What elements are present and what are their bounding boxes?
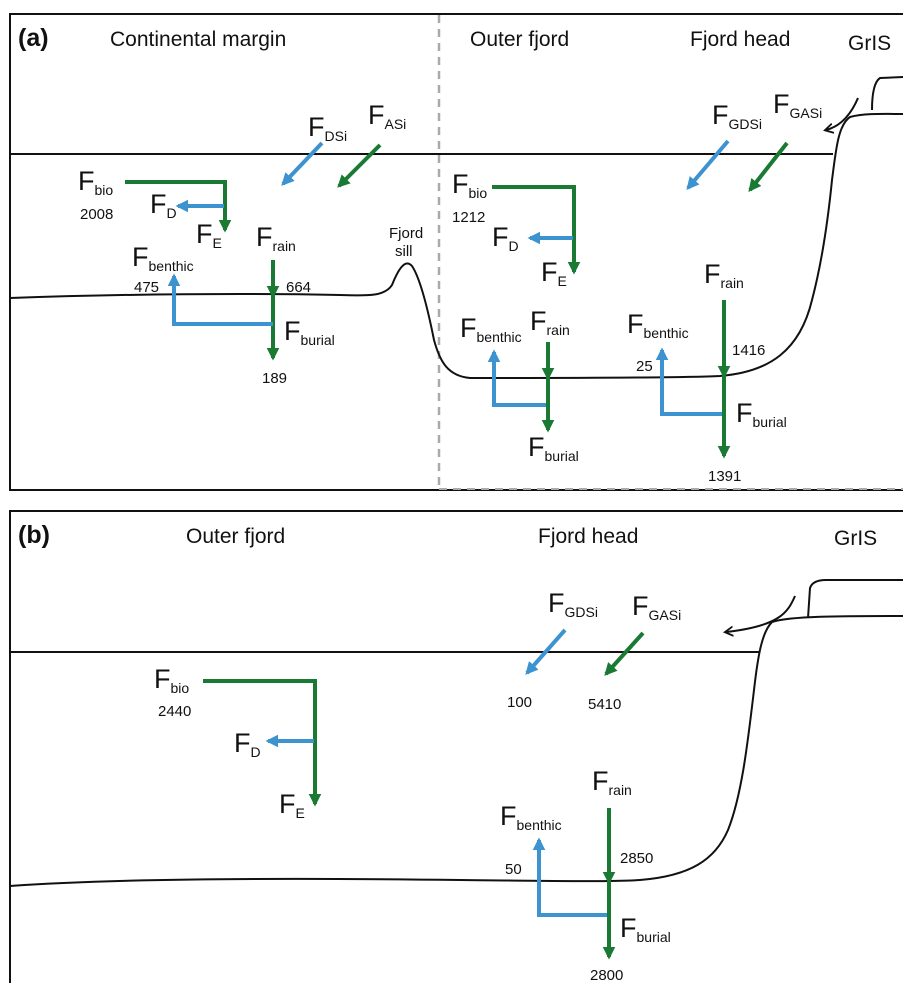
region-gris: GrIS [848, 32, 891, 55]
svg-text:Frain: Frain [704, 259, 744, 291]
svg-text:Fburial: Fburial [284, 316, 335, 348]
cm-burial: Fburial 189 [262, 296, 335, 387]
sill-label-1: Fjord [389, 225, 423, 242]
svg-text:FGASi: FGASi [773, 89, 822, 121]
f-gasi-arrow [750, 143, 787, 190]
svg-text:2008: 2008 [80, 206, 113, 223]
region-b-fjord-head: Fjord head [538, 525, 638, 548]
b-flux-f-gdsi: FGDSi 100 [507, 588, 598, 711]
cm-benthic: Fbenthic 475 [132, 242, 273, 324]
svg-text:Fburial: Fburial [736, 398, 787, 430]
svg-text:2440: 2440 [158, 703, 191, 720]
svg-text:FGDSi: FGDSi [548, 588, 598, 620]
cm-rain: Frain 664 [256, 222, 311, 296]
b-seafloor-profile [10, 616, 903, 886]
svg-text:FGASi: FGASi [632, 591, 681, 623]
region-b-outer-fjord: Outer fjord [186, 525, 285, 548]
b-f-gasi-arrow [606, 633, 643, 674]
glacier-top [872, 77, 903, 110]
region-continental-margin: Continental margin [110, 28, 286, 51]
svg-text:1416: 1416 [732, 342, 765, 359]
b-e: FE [279, 789, 305, 821]
panel-b-label: (b) [18, 521, 50, 549]
ice-flow-curved-arrow-icon [826, 98, 858, 130]
svg-text:Frain: Frain [530, 306, 570, 338]
svg-text:FGDSi: FGDSi [712, 100, 762, 132]
svg-text:25: 25 [636, 358, 653, 375]
cm-benthic-arrow [174, 276, 273, 324]
f-asi-arrow [339, 145, 380, 186]
panel-a-label: (a) [18, 24, 49, 52]
flux-f-gdsi: FGDSi [688, 100, 762, 188]
svg-text:2850: 2850 [620, 850, 653, 867]
svg-text:475: 475 [134, 279, 159, 296]
fh-benthic-arrow [662, 350, 724, 414]
svg-text:Fburial: Fburial [620, 913, 671, 945]
svg-text:Fbio: Fbio [452, 169, 487, 201]
svg-text:1391: 1391 [708, 468, 741, 485]
svg-text:664: 664 [286, 279, 311, 296]
flux-f-dsi: FDSi [283, 112, 347, 184]
region-b-gris: GrIS [834, 527, 877, 550]
sill-label-2: sill [395, 243, 413, 260]
cm-e: FE [196, 219, 222, 251]
region-fjord-head: Fjord head [690, 28, 790, 51]
svg-text:Fbenthic: Fbenthic [500, 801, 562, 833]
svg-text:Fbio: Fbio [78, 166, 113, 198]
region-outer-fjord: Outer fjord [470, 28, 569, 51]
flux-f-asi: FASi [339, 100, 406, 186]
b-d: FD [234, 728, 314, 760]
b-ice-flow-curved-arrow-icon [726, 596, 795, 632]
svg-text:100: 100 [507, 694, 532, 711]
f-dsi-arrow [283, 143, 322, 184]
svg-text:5410: 5410 [588, 696, 621, 713]
panel-b-frame [10, 511, 903, 983]
svg-text:FD: FD [492, 222, 519, 254]
of-burial: Fburial [528, 378, 579, 464]
b-burial: Fburial 2800 [590, 882, 671, 983]
svg-text:FD: FD [234, 728, 261, 760]
fh-benthic: Fbenthic 25 [627, 309, 724, 414]
svg-text:1212: 1212 [452, 209, 485, 226]
svg-text:Frain: Frain [256, 222, 296, 254]
f-gdsi-arrow [688, 141, 728, 188]
panel-b: (b) Outer fjord Fjord head GrIS FGDSi 10… [10, 511, 903, 983]
b-benthic: Fbenthic 50 [500, 801, 609, 915]
b-benthic-arrow [539, 840, 609, 915]
of-rain: Frain [530, 306, 570, 378]
of-e: FE [541, 257, 567, 289]
b-rain: Frain 2850 [592, 766, 653, 882]
fh-rain: Frain 1416 [704, 259, 765, 376]
svg-text:FD: FD [150, 189, 177, 221]
svg-text:Frain: Frain [592, 766, 632, 798]
of-d: FD [492, 222, 573, 254]
svg-text:Fbio: Fbio [154, 664, 189, 696]
svg-text:2800: 2800 [590, 967, 623, 983]
fh-burial: Fburial 1391 [708, 376, 787, 485]
b-glacier-top [808, 580, 903, 618]
svg-text:Fbenthic: Fbenthic [460, 313, 522, 345]
svg-text:FASi: FASi [368, 100, 406, 132]
svg-text:189: 189 [262, 370, 287, 387]
svg-text:Fbenthic: Fbenthic [132, 242, 194, 274]
flux-f-gasi: FGASi [750, 89, 822, 190]
panel-a: (a) Continental margin Outer fjord Fjord… [10, 14, 903, 490]
svg-text:FDSi: FDSi [308, 112, 347, 144]
svg-text:50: 50 [505, 861, 522, 878]
cm-d: FD [150, 189, 224, 221]
svg-text:Fburial: Fburial [528, 432, 579, 464]
svg-text:Fbenthic: Fbenthic [627, 309, 689, 341]
